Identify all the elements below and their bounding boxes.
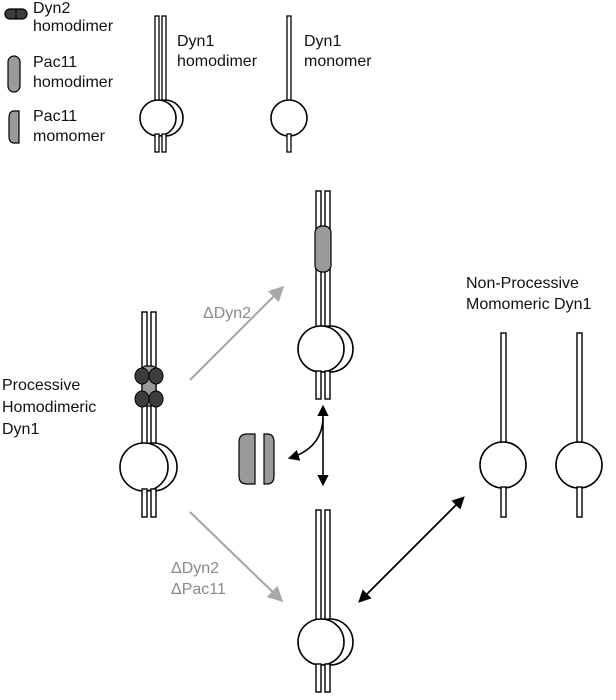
dimer-monomer-equilibrium-arrow — [358, 496, 465, 603]
pac11-monomer-icon — [8, 110, 20, 144]
legend-pac11-monomer-line2: momomer — [33, 128, 106, 145]
delta-dyn2-pac11-complex — [297, 509, 354, 693]
delta-dyn2-arrow — [189, 285, 285, 381]
delta-dyn2-complex — [297, 190, 354, 400]
delta-dyn2-pac11-arrow — [189, 511, 284, 603]
processive-label-line2: Homodimeric — [2, 399, 96, 416]
legend-pac11-homodimer-line1: Pac11 — [33, 54, 77, 71]
processive-label-line3: Dyn1 — [2, 421, 39, 438]
delta-dyn2-pac11-label-line2: ΔPac11 — [171, 581, 226, 598]
non-processive-label-line2: Momomeric Dyn1 — [466, 296, 591, 313]
processive-dyn1-complex — [119, 311, 178, 518]
legend-dyn1-homodimer-icon — [139, 15, 184, 153]
legend-dyn1-homodimer-line2: homodimer — [177, 53, 258, 70]
legend-dyn1-monomer-line2: monomer — [304, 53, 372, 70]
legend-dyn1-monomer-icon — [270, 15, 308, 153]
legend-dyn2-line2: homodimer — [33, 18, 114, 35]
legend-dyn1-homodimer-line1: Dyn1 — [177, 33, 214, 50]
delta-dyn2-label: ΔDyn2 — [203, 305, 251, 322]
processive-label-line1: Processive — [2, 377, 80, 394]
legend-dyn1-monomer-line1: Dyn1 — [304, 33, 341, 50]
non-processive-label-line1: Non-Processive — [466, 275, 579, 292]
legend-pac11-monomer-line1: Pac11 — [33, 108, 77, 125]
legend-dyn2-line1: Dyn2 — [33, 0, 70, 17]
pac11-homodimer-icon — [7, 55, 21, 93]
dyn2-homodimer-icon — [4, 8, 28, 20]
legend-pac11-homodimer-line2: homodimer — [33, 74, 114, 91]
delta-dyn2-pac11-label-line1: ΔDyn2 — [171, 560, 219, 577]
pac11-release-curved-arrow — [287, 417, 324, 461]
non-processive-monomer-2 — [555, 332, 603, 518]
non-processive-monomer-1 — [479, 332, 527, 518]
released-pac11-monomers — [238, 433, 275, 485]
